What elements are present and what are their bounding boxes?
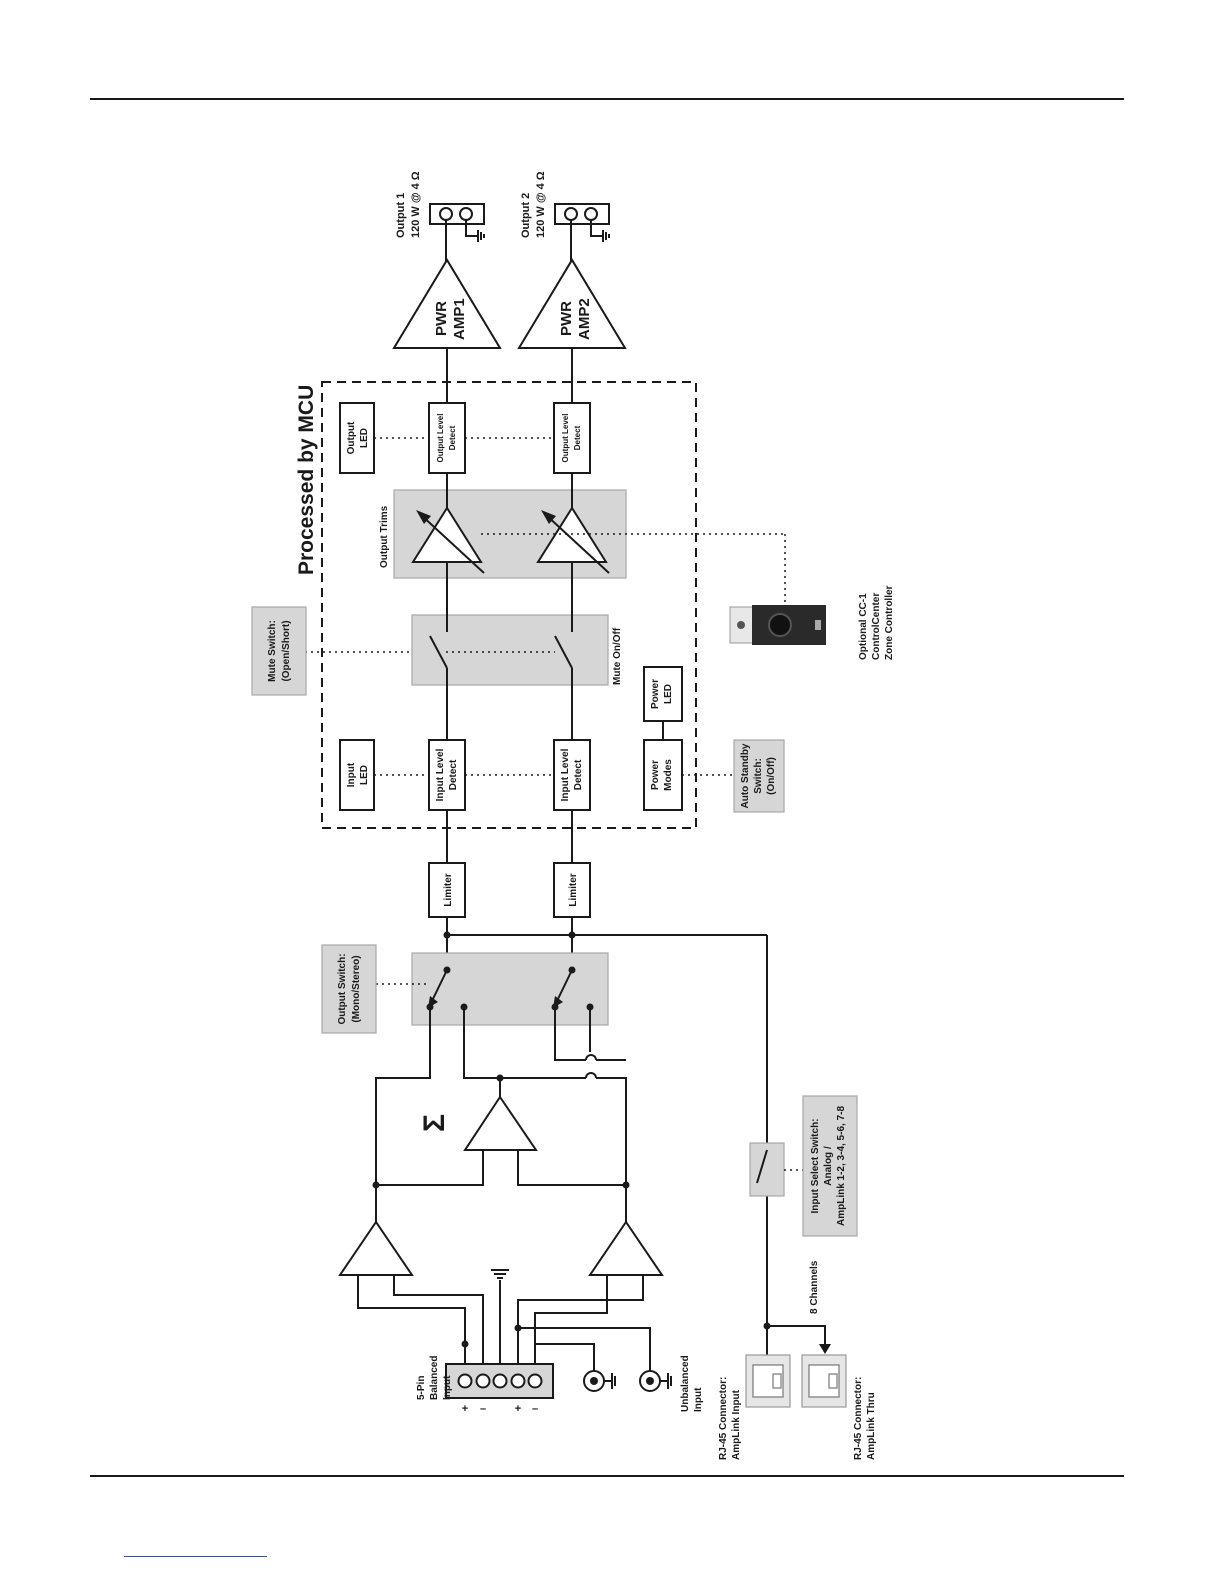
- output-2-rating: 120 W @ 4 Ω: [535, 171, 547, 238]
- mute-switch-1: [429, 635, 448, 669]
- output-trims-panel: [393, 489, 627, 579]
- mcu-title: Processed by MCU: [295, 385, 318, 575]
- output-switch-1-blade: [430, 969, 448, 1004]
- input-amp-1: [338, 1220, 414, 1276]
- mute-switch-line2: (Open/Short): [281, 620, 292, 681]
- summing-amp: [463, 1095, 538, 1151]
- limiter-1-label: Limiter: [443, 873, 454, 906]
- output-switch-line1: Output Switch:: [337, 953, 348, 1024]
- output-1-rating: 120 W @ 4 Ω: [410, 171, 422, 238]
- limiter-1-box: [428, 862, 466, 918]
- input-level-detect-2-line1: Input Level: [560, 748, 571, 801]
- cc1-controller-image: [729, 605, 826, 645]
- mute-switch-box: [251, 606, 307, 696]
- pin-label-3: +: [515, 1403, 521, 1415]
- output-led-line1: Output: [346, 421, 357, 454]
- input-led-line2: LED: [359, 765, 370, 785]
- input-level-detect-2-line2: Detect: [573, 759, 584, 790]
- input-select-line3: AmpLink 1-2, 3-4, 5-6, 7-8: [836, 1106, 847, 1226]
- output-trim-1-arrow: [419, 513, 485, 574]
- output-1-connector: [429, 203, 485, 262]
- auto-standby-line1: Auto Standby: [740, 743, 751, 808]
- power-modes-line1: Power: [650, 760, 661, 790]
- mute-on-off-label: Mute On/Off: [612, 627, 623, 685]
- limiter-2-label: Limiter: [568, 873, 579, 906]
- output-switch-panel: [411, 952, 609, 1026]
- controller-line1: Optional CC-1: [858, 593, 869, 660]
- rj45-amplink-thru: [801, 1354, 847, 1408]
- output-switch-line2: (Mono/Stereo): [351, 955, 362, 1022]
- input-amp-2: [588, 1220, 664, 1276]
- power-led-line1: Power: [650, 679, 661, 709]
- pin-label-2: –: [480, 1403, 486, 1415]
- output-level-detect-2-line1: Output Level: [561, 414, 570, 463]
- power-amp-1-line1: PWR: [433, 301, 450, 336]
- output-led-line2: LED: [359, 428, 370, 448]
- limiter-2-box: [553, 862, 591, 918]
- footer-link-underline: [124, 1556, 267, 1557]
- input-select-line2: Analog /: [823, 1146, 834, 1186]
- sum-symbol: Σ: [418, 1114, 451, 1132]
- auto-standby-line3: (On/Off): [766, 757, 777, 795]
- eight-channels-label: 8 Channels: [809, 1260, 820, 1314]
- input-led-box: [339, 739, 375, 811]
- balanced-input-wiring: [357, 1275, 651, 1372]
- power-amp-1-line2: AMP1: [451, 298, 468, 340]
- auto-standby-box: [733, 739, 785, 813]
- output-trims-label: Output Trims: [379, 505, 390, 568]
- power-amp-2-line1: PWR: [558, 301, 575, 336]
- input-select-box: [802, 1095, 858, 1237]
- mute-switch-line1: Mute Switch:: [267, 620, 278, 682]
- balanced-input-line1: 5-Pin: [416, 1376, 427, 1400]
- output-level-detect-2-box: [553, 402, 591, 474]
- power-led-box: [643, 666, 683, 722]
- rj45-amplink-input: [745, 1354, 791, 1408]
- header-rule: [90, 98, 1124, 100]
- input-led-line1: Input: [346, 762, 357, 787]
- input-select-line1: Input Select Switch:: [810, 1118, 821, 1213]
- pin-label-4: –: [532, 1403, 538, 1415]
- mcu-boundary: [321, 381, 697, 829]
- output-level-detect-1-line2: Detect: [448, 425, 457, 450]
- controller-line3: Zone Controller: [884, 585, 895, 660]
- rca-jack-2: [639, 1370, 672, 1392]
- input-level-detect-2-box: [553, 739, 591, 811]
- rca-jack-1: [583, 1370, 616, 1392]
- input-level-detect-1-line2: Detect: [448, 759, 459, 790]
- power-amp-2-line2: AMP2: [576, 298, 593, 340]
- output-trim-2-arrow: [544, 513, 610, 574]
- controller-line2: ControlCenter: [871, 593, 882, 660]
- power-modes-line2: Modes: [663, 759, 674, 791]
- rj45-input-line2: AmpLink Input: [731, 1389, 742, 1460]
- output-level-detect-1-box: [428, 402, 466, 474]
- mute-switch-2: [554, 635, 573, 669]
- rj45-input-line1: RJ-45 Connector:: [718, 1377, 729, 1460]
- output-level-detect-2-line2: Detect: [573, 425, 582, 450]
- balanced-input-line3: Input: [442, 1375, 453, 1400]
- rj45-thru-line2: AmpLink Thru: [866, 1392, 877, 1460]
- rj45-thru-line1: RJ-45 Connector:: [853, 1377, 864, 1460]
- pin-label-1: +: [462, 1403, 468, 1415]
- balanced-input-line2: Balanced: [429, 1356, 440, 1400]
- input-routing-wiring: [375, 1007, 627, 1222]
- unbalanced-input-line1: Unbalanced: [680, 1355, 691, 1412]
- output-2-name: Output 2: [520, 193, 532, 238]
- power-led-line2: LED: [663, 684, 674, 704]
- mute-panel: [411, 614, 609, 686]
- auto-standby-line2: Switch:: [753, 758, 764, 794]
- output-level-detect-1-line1: Output Level: [436, 414, 445, 463]
- output-1-name: Output 1: [395, 193, 407, 238]
- output-switch-box: [321, 944, 377, 1034]
- footer-rule: [90, 1475, 1124, 1477]
- output-switch-2-blade: [555, 969, 573, 1004]
- output-2-connector: [554, 203, 610, 262]
- unbalanced-input-line2: Input: [693, 1387, 704, 1412]
- input-level-detect-1-line1: Input Level: [435, 748, 446, 801]
